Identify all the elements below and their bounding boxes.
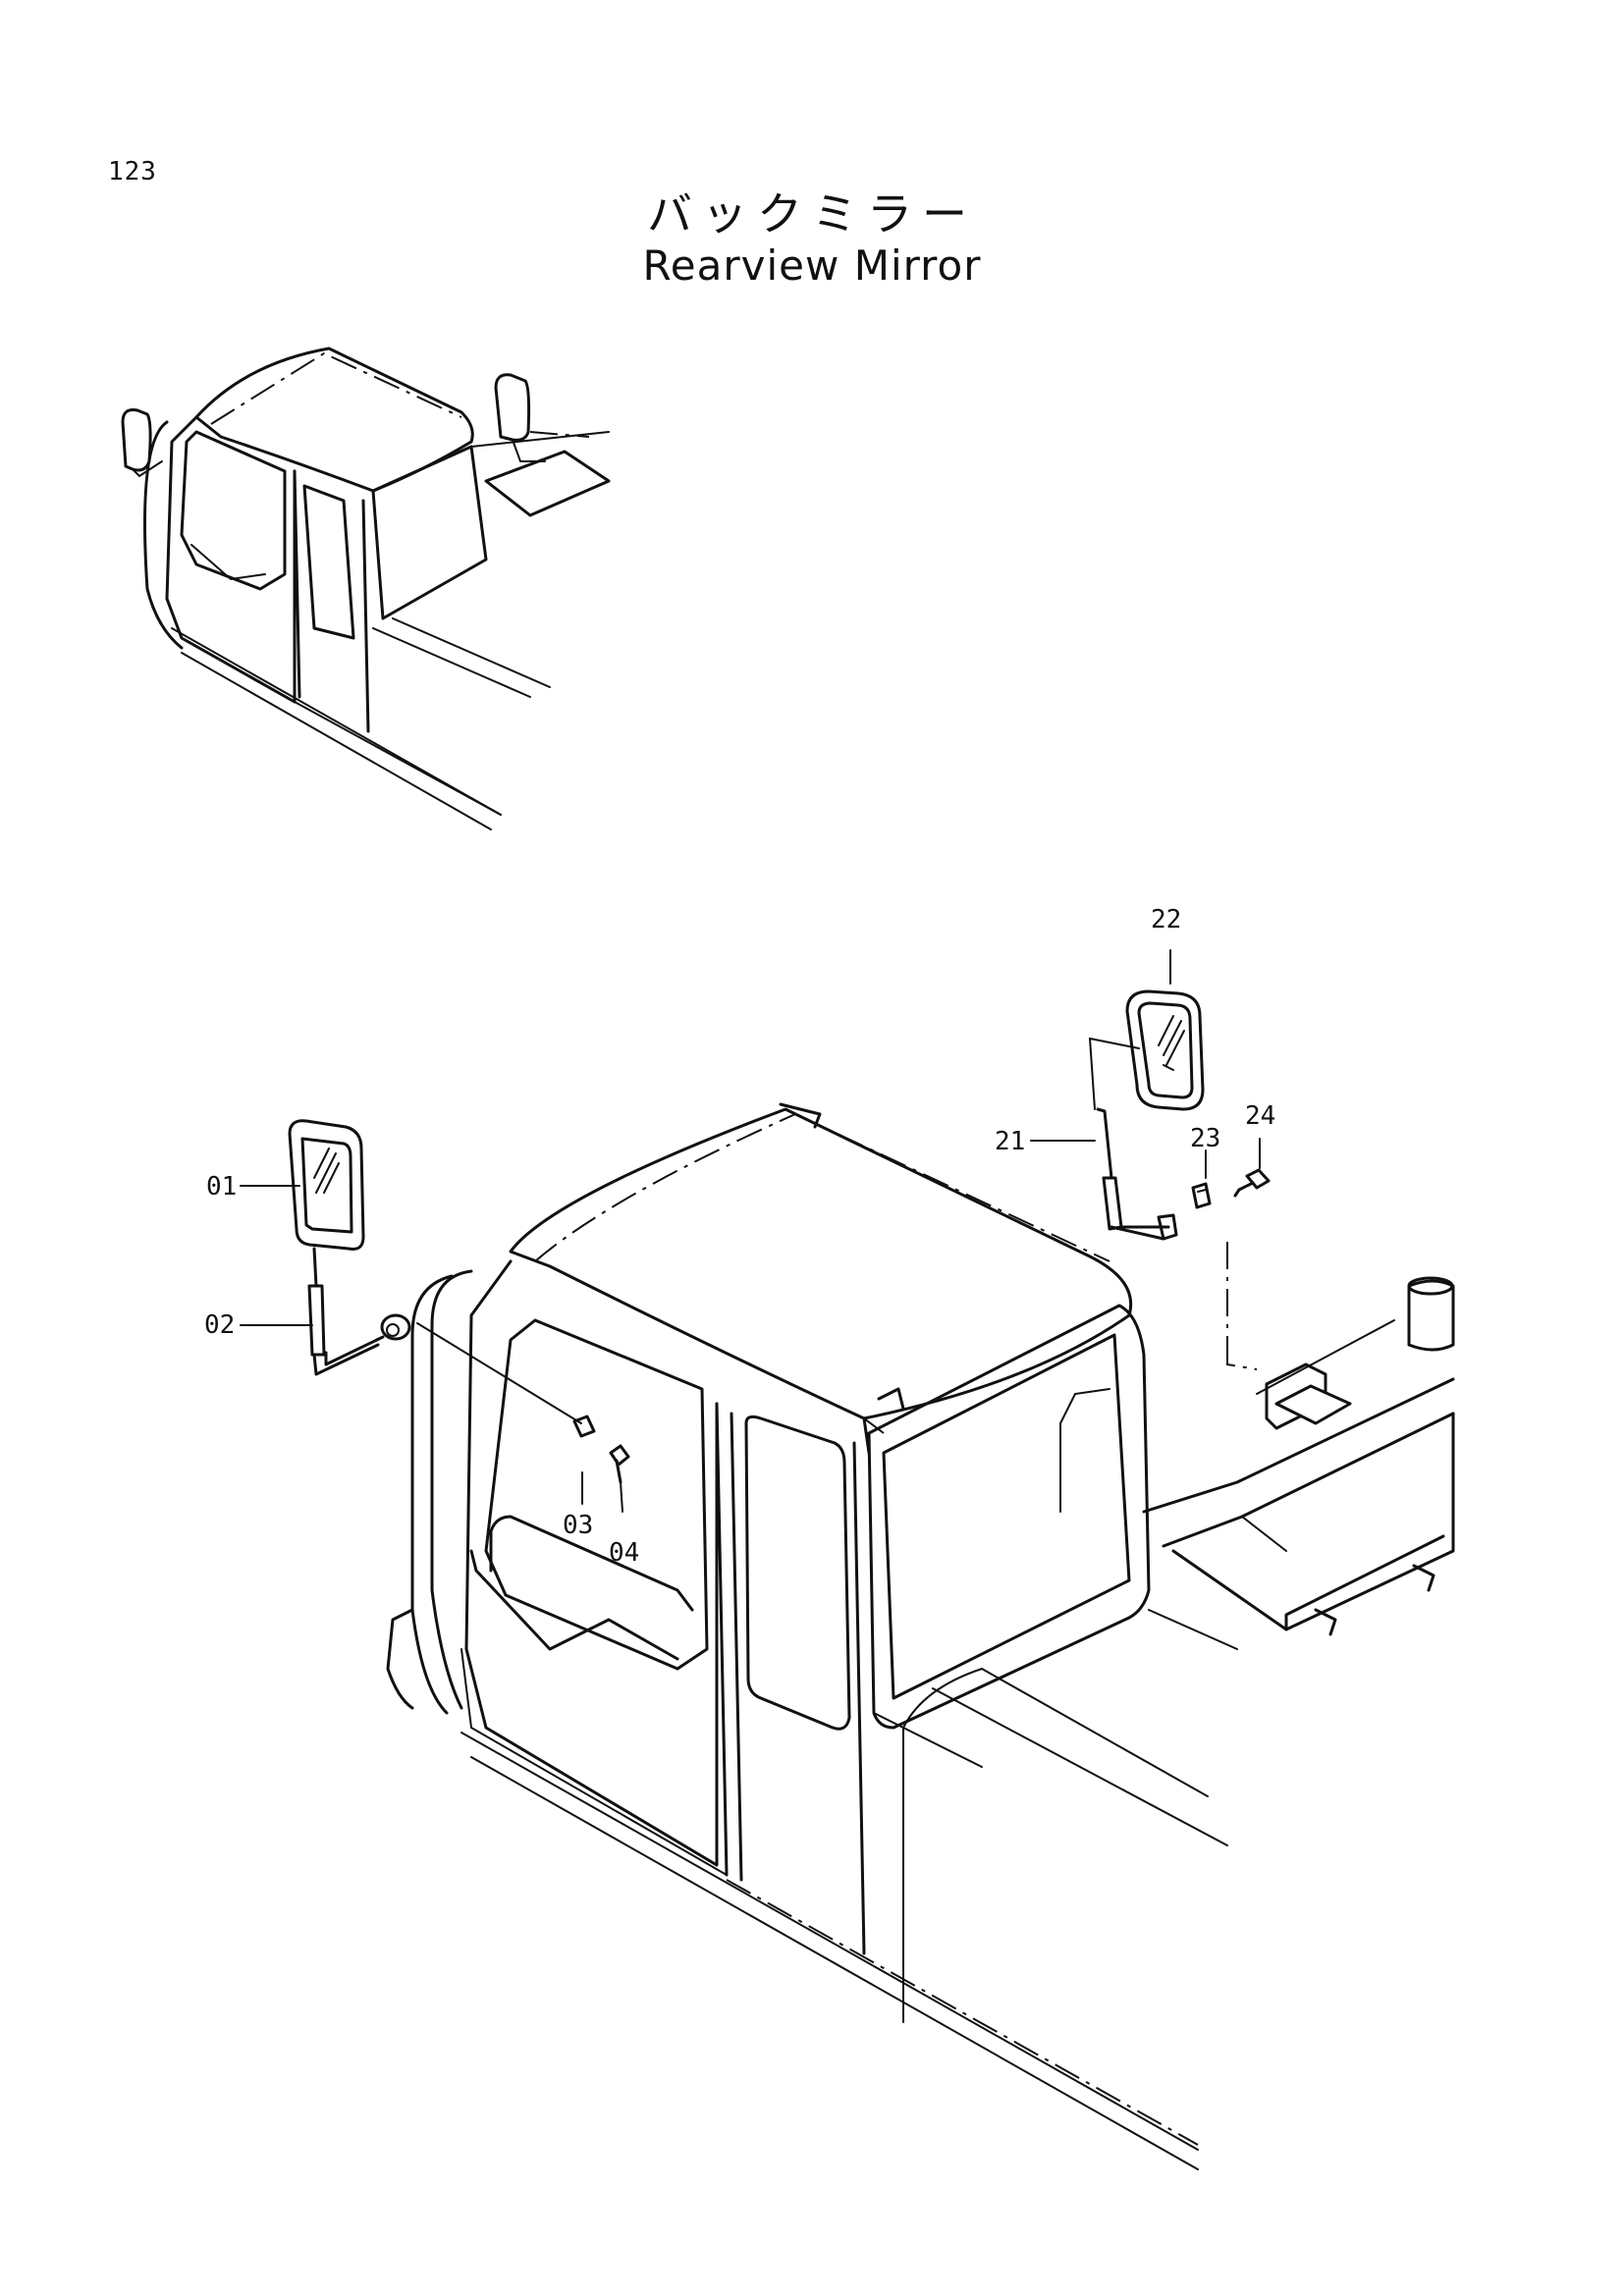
mirror-stay-02 xyxy=(307,1247,411,1376)
callout-leaders xyxy=(240,949,1261,1505)
overview-cab-illustration xyxy=(121,347,611,830)
callout-23: 23 xyxy=(1190,1124,1220,1153)
title-japanese: バックミラー xyxy=(647,187,977,240)
page-number: 123 xyxy=(108,157,157,187)
mirror-stay-right-21 xyxy=(1089,1038,1178,1241)
callout-01: 01 xyxy=(206,1172,237,1201)
callout-22: 22 xyxy=(1151,905,1181,934)
callout-24: 24 xyxy=(1245,1101,1275,1131)
callout-21: 21 xyxy=(995,1127,1025,1156)
title-english: Rearview Mirror xyxy=(642,241,982,290)
callout-02: 02 xyxy=(204,1310,235,1340)
mirror-right-22 xyxy=(1125,989,1205,1111)
main-cab-illustration xyxy=(386,1102,1455,2170)
bolt-04 xyxy=(609,1444,630,1513)
mirror-left-01 xyxy=(288,1119,365,1251)
callout-03: 03 xyxy=(563,1511,593,1540)
bolt-24 xyxy=(1233,1168,1271,1198)
clip-03 xyxy=(416,1322,596,1438)
callout-04: 04 xyxy=(609,1538,639,1568)
clip-23 xyxy=(1191,1182,1212,1209)
